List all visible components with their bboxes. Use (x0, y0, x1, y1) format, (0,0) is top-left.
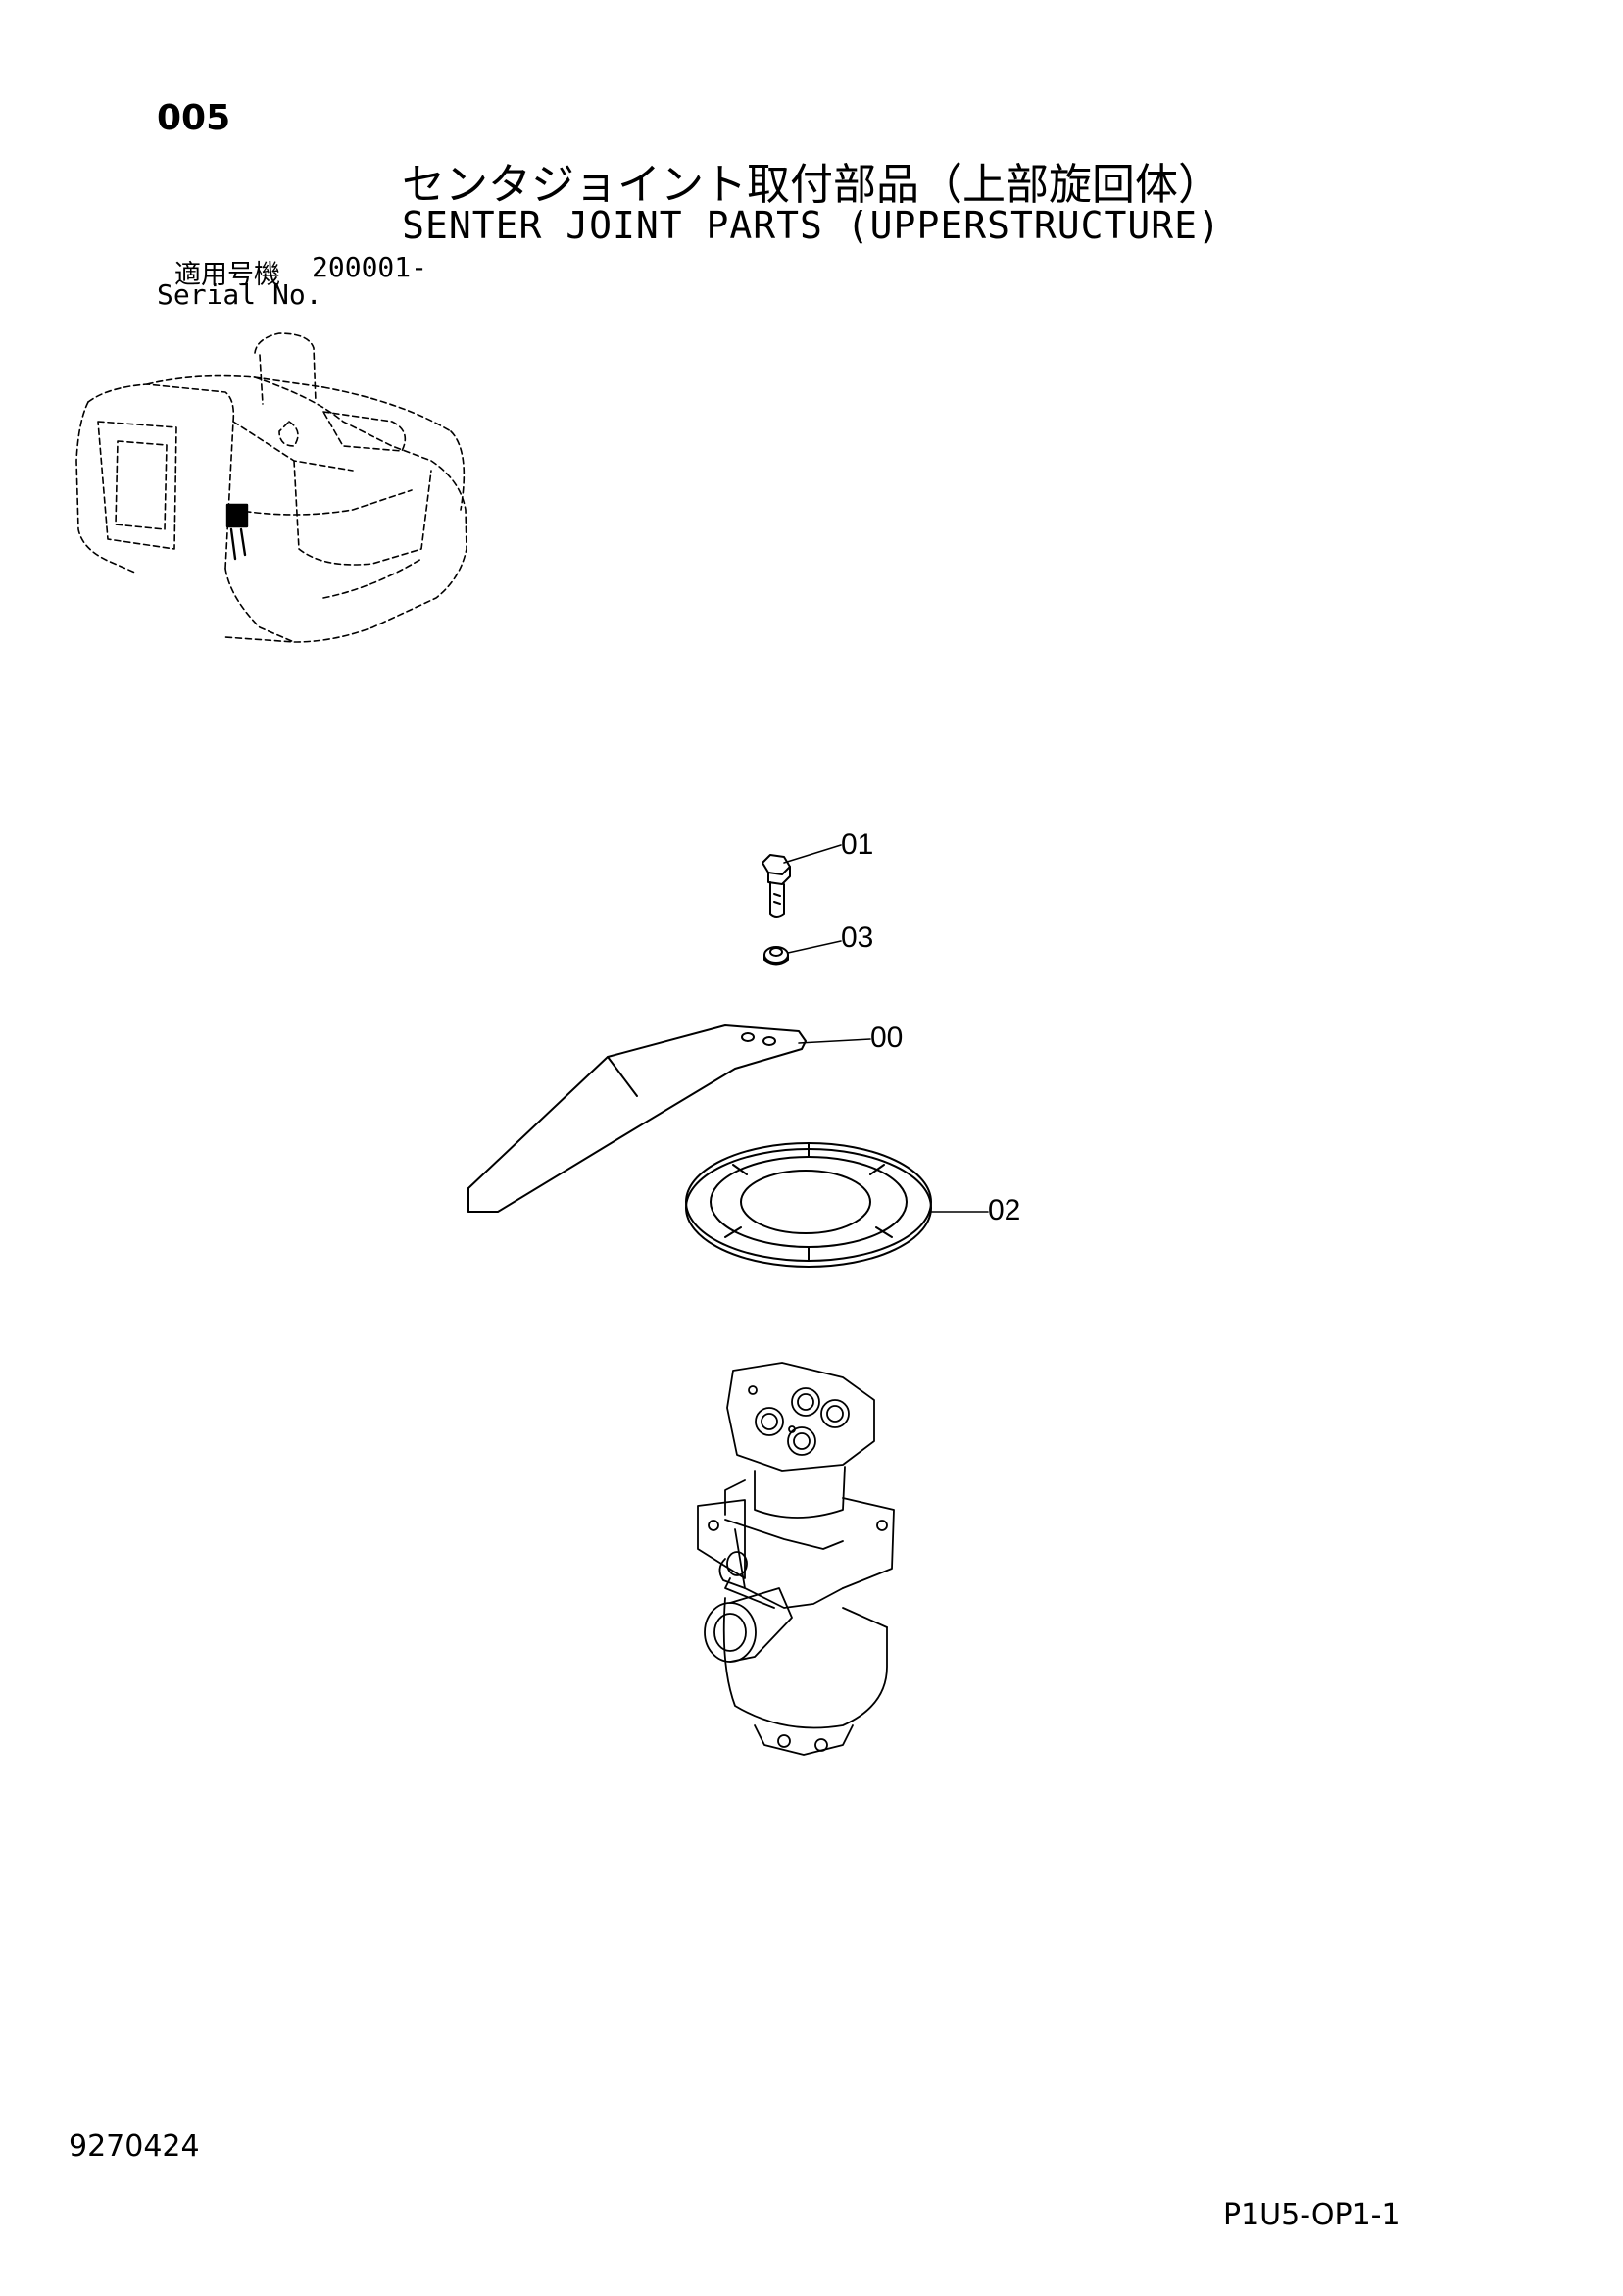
center-joint-body-illustration (697, 1362, 895, 1756)
serial-label-english: Serial No. (157, 278, 322, 311)
page-number: 005 (157, 98, 231, 138)
machine-overview-illustration (75, 332, 467, 643)
document-number: 9270424 (69, 2129, 200, 2164)
callout-03: 03 (841, 922, 874, 954)
center-joint-location-marker (225, 503, 249, 561)
callout-01: 01 (841, 828, 874, 861)
callout-00: 00 (870, 1022, 904, 1054)
seal-ring-part-02 (685, 1142, 932, 1268)
serial-label-japanese: 適用号機 (174, 260, 280, 290)
page-code: P1U5-OP1-1 (1223, 2198, 1401, 2232)
page-title-english: SENTER JOINT PARTS (UPPERSTRUCTURE) (402, 204, 1221, 247)
bolt-part-01 (762, 854, 791, 918)
callout-leader-lines (783, 844, 989, 1213)
callout-02: 02 (988, 1194, 1021, 1226)
plate-part-00 (467, 1024, 807, 1213)
serial-number-value: 200001- (312, 251, 428, 283)
page-title-japanese: センタジョイント取付部品（上部旋回体） (402, 160, 1221, 210)
washer-part-03 (763, 946, 789, 966)
